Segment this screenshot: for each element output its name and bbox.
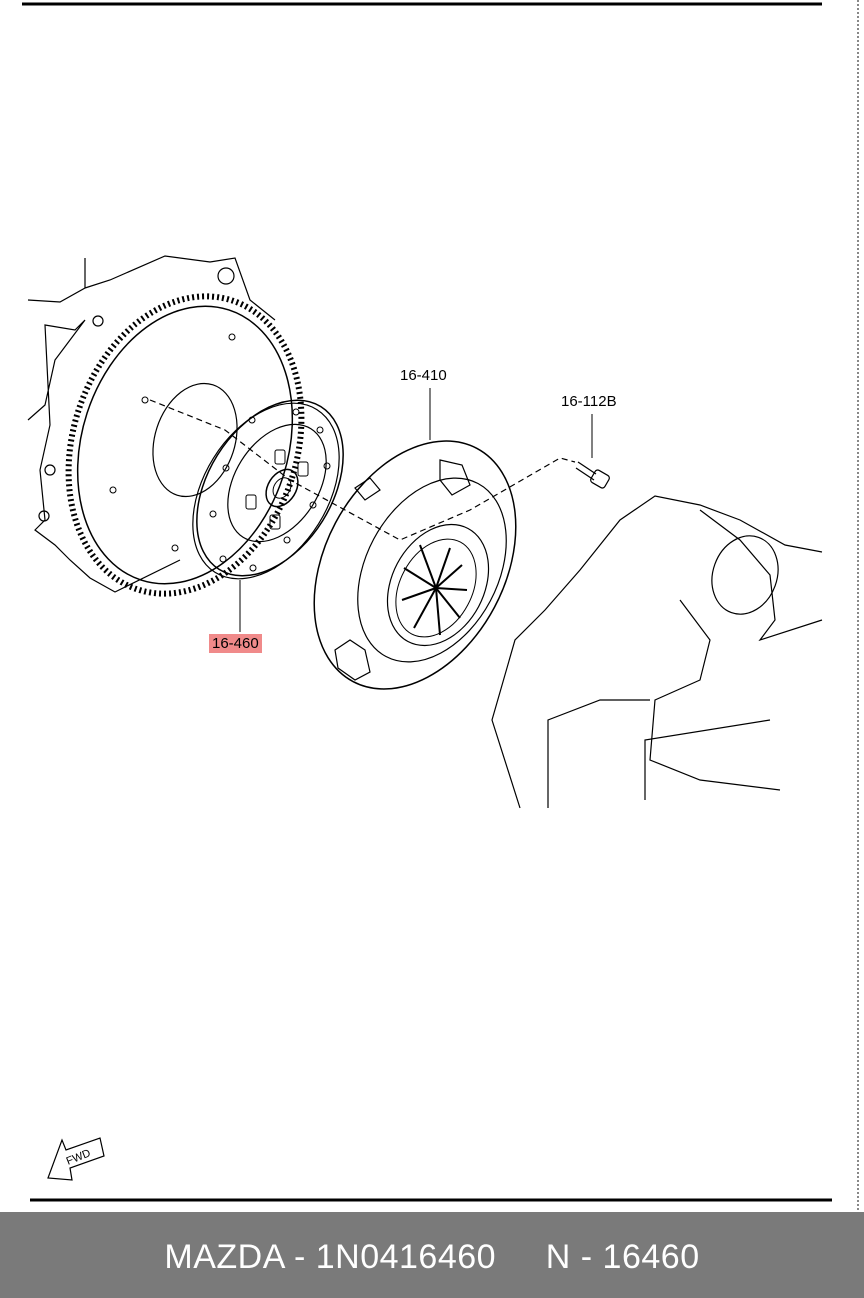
footer-bar: [0, 1212, 864, 1298]
fwd-arrow-icon: [47, 1137, 105, 1181]
bolt: [575, 461, 610, 489]
alignment-line: [149, 399, 576, 541]
clutch-disc: [192, 399, 344, 580]
callout-16-410[interactable]: 16-410: [400, 367, 447, 384]
callout-16-460[interactable]: 16-460: [209, 634, 262, 653]
callout-16-112B[interactable]: 16-112B: [561, 393, 617, 410]
transmission: [491, 495, 823, 809]
engine-block: [27, 255, 276, 593]
clutch-cover: [313, 440, 517, 690]
footer-part-info: MAZDA - 1N0416460 N - 16460: [164, 1238, 700, 1276]
flywheel: [65, 293, 305, 597]
